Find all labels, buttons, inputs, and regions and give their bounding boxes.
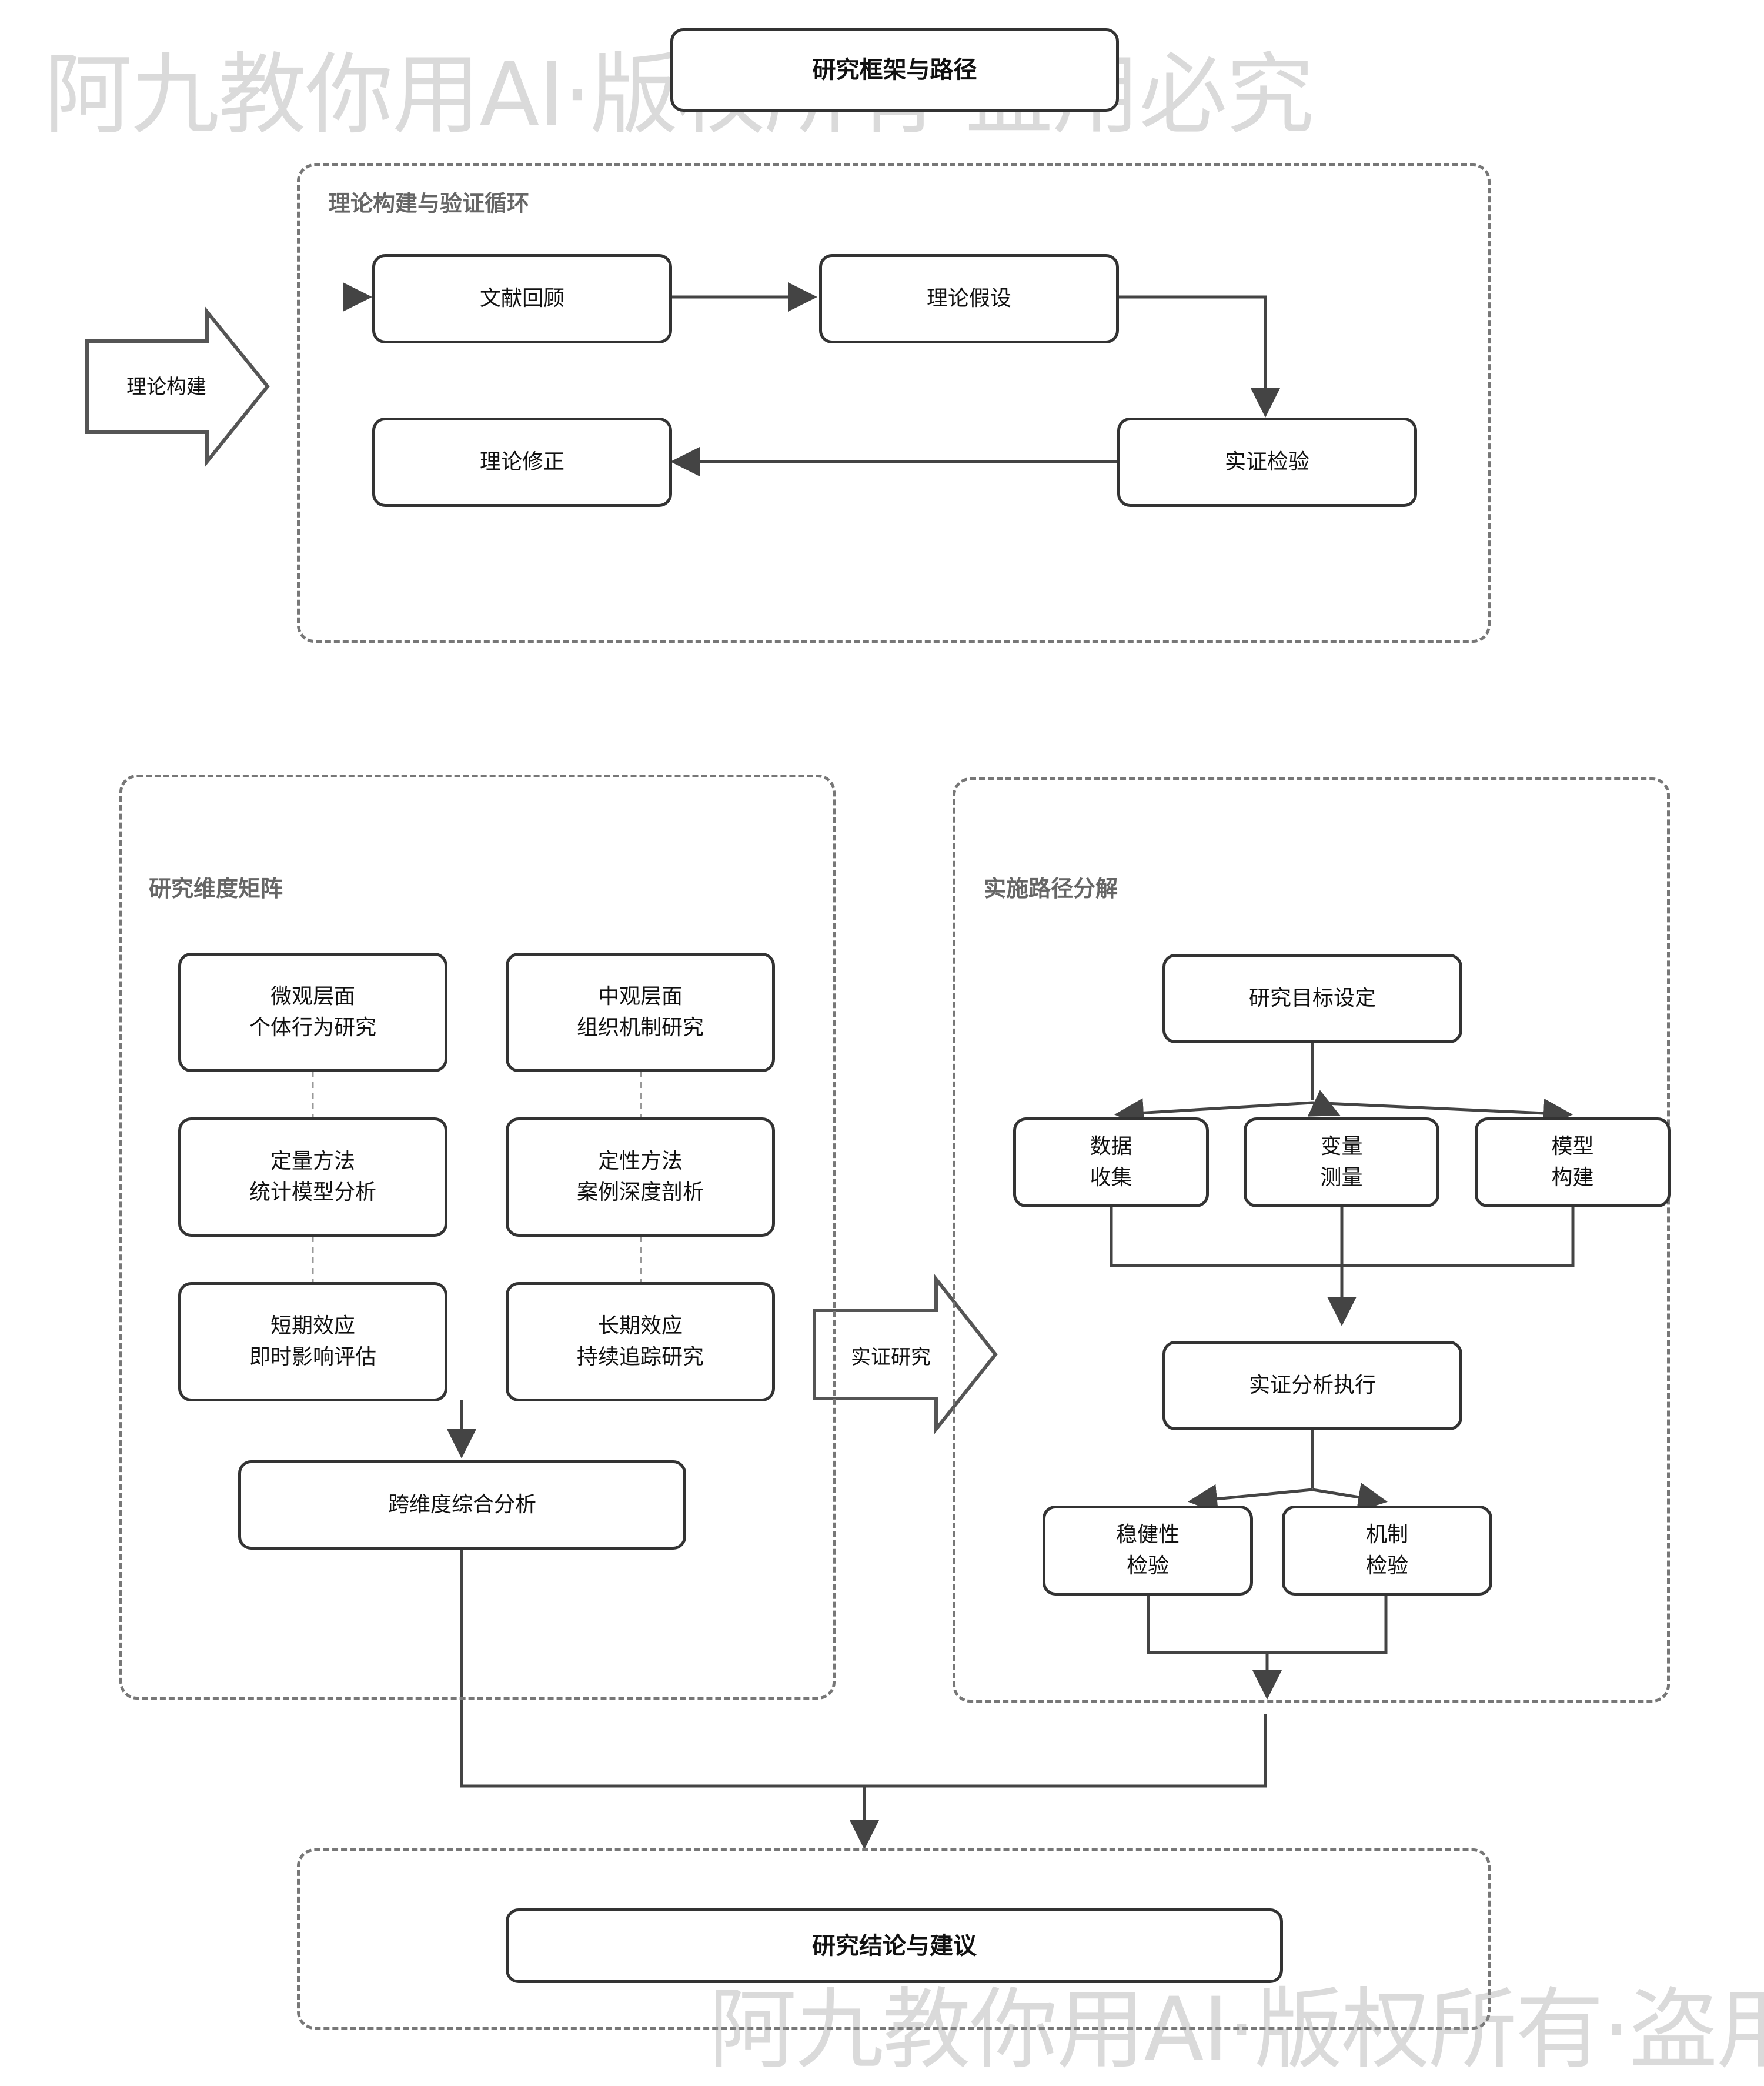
micro-line1: 微观层面 <box>270 984 355 1009</box>
arrow-to-variable <box>1307 1090 1341 1117</box>
data-line1: 数据 <box>1090 1134 1132 1159</box>
quant-line1: 定量方法 <box>270 1149 355 1174</box>
mechanism-box[interactable]: 机制 检验 <box>1282 1506 1492 1596</box>
hypothesis-label: 理论假设 <box>926 286 1011 311</box>
qual-box[interactable]: 定性方法 案例深度剖析 <box>506 1117 775 1237</box>
meso-line2: 组织机制研究 <box>576 1015 704 1040</box>
goal-label: 研究目标设定 <box>1248 986 1376 1010</box>
cross-analysis-label: 跨维度综合分析 <box>387 1492 536 1517</box>
robust-line2: 检验 <box>1126 1553 1169 1578</box>
long-line2: 持续追踪研究 <box>576 1344 704 1369</box>
page-title-text: 研究框架与路径 <box>812 56 977 84</box>
implementation-group <box>953 777 1670 1703</box>
quant-box[interactable]: 定量方法 统计模型分析 <box>178 1117 447 1237</box>
variable-line1: 变量 <box>1320 1134 1363 1159</box>
long-box[interactable]: 长期效应 持续追踪研究 <box>506 1282 775 1401</box>
hypothesis-box[interactable]: 理论假设 <box>819 254 1119 343</box>
conclusion-group <box>297 1848 1491 2030</box>
short-line2: 即时影响评估 <box>249 1344 376 1369</box>
long-line1: 长期效应 <box>597 1314 683 1339</box>
arrow-to-model <box>1312 1098 1573 1128</box>
block-arrow-theory <box>85 306 270 467</box>
short-box[interactable]: 短期效应 即时影响评估 <box>178 1282 447 1401</box>
micro-line2: 个体行为研究 <box>249 1015 376 1040</box>
matrix-group <box>119 775 836 1700</box>
empirical-arrow-label: 实证研究 <box>851 1346 931 1369</box>
data-line2: 收集 <box>1090 1165 1132 1190</box>
arrow-to-data <box>1114 1098 1313 1128</box>
arrow-to-mechanism <box>1312 1483 1388 1512</box>
data-box[interactable]: 数据 收集 <box>1013 1117 1209 1207</box>
literature-box[interactable]: 文献回顾 <box>372 254 672 343</box>
implementation-group-label: 实施路径分解 <box>984 876 1118 902</box>
arrow-to-robust <box>1188 1484 1313 1514</box>
micro-box[interactable]: 微观层面 个体行为研究 <box>178 953 447 1072</box>
arrow-hypothesis-test <box>1118 295 1280 418</box>
theory-group <box>297 163 1491 643</box>
robust-line1: 稳健性 <box>1115 1523 1180 1547</box>
literature-label: 文献回顾 <box>479 286 564 311</box>
meso-box[interactable]: 中观层面 组织机制研究 <box>506 953 775 1072</box>
mechanism-line2: 检验 <box>1365 1553 1408 1578</box>
variable-line2: 测量 <box>1320 1165 1363 1190</box>
analysis-label: 实证分析执行 <box>1248 1373 1376 1397</box>
variable-box[interactable]: 变量 测量 <box>1244 1117 1439 1207</box>
revision-label: 理论修正 <box>479 449 564 474</box>
model-line1: 模型 <box>1551 1134 1594 1159</box>
robust-box[interactable]: 稳健性 检验 <box>1043 1506 1253 1596</box>
cross-analysis-box[interactable]: 跨维度综合分析 <box>238 1460 686 1550</box>
model-line2: 构建 <box>1551 1165 1594 1190</box>
revision-box[interactable]: 理论修正 <box>372 418 672 507</box>
matrix-group-label: 研究维度矩阵 <box>149 876 283 902</box>
mechanism-line1: 机制 <box>1365 1523 1408 1547</box>
short-line1: 短期效应 <box>270 1314 355 1339</box>
conclusion-label: 研究结论与建议 <box>812 1932 977 1960</box>
theory-arrow-label: 理论构建 <box>126 375 206 399</box>
quant-line2: 统计模型分析 <box>249 1180 376 1204</box>
analysis-box[interactable]: 实证分析执行 <box>1162 1341 1462 1430</box>
conclusion-box[interactable]: 研究结论与建议 <box>506 1908 1283 1983</box>
goal-box[interactable]: 研究目标设定 <box>1162 954 1462 1043</box>
theory-group-label: 理论构建与验证循环 <box>328 191 530 216</box>
empirical-test-label: 实证检验 <box>1224 449 1309 474</box>
model-box[interactable]: 模型 构建 <box>1475 1117 1671 1207</box>
page-title: 研究框架与路径 <box>670 28 1119 112</box>
qual-line2: 案例深度剖析 <box>576 1180 704 1204</box>
meso-line1: 中观层面 <box>597 984 683 1009</box>
qual-line1: 定性方法 <box>597 1149 683 1174</box>
empirical-test-box[interactable]: 实证检验 <box>1117 418 1417 507</box>
